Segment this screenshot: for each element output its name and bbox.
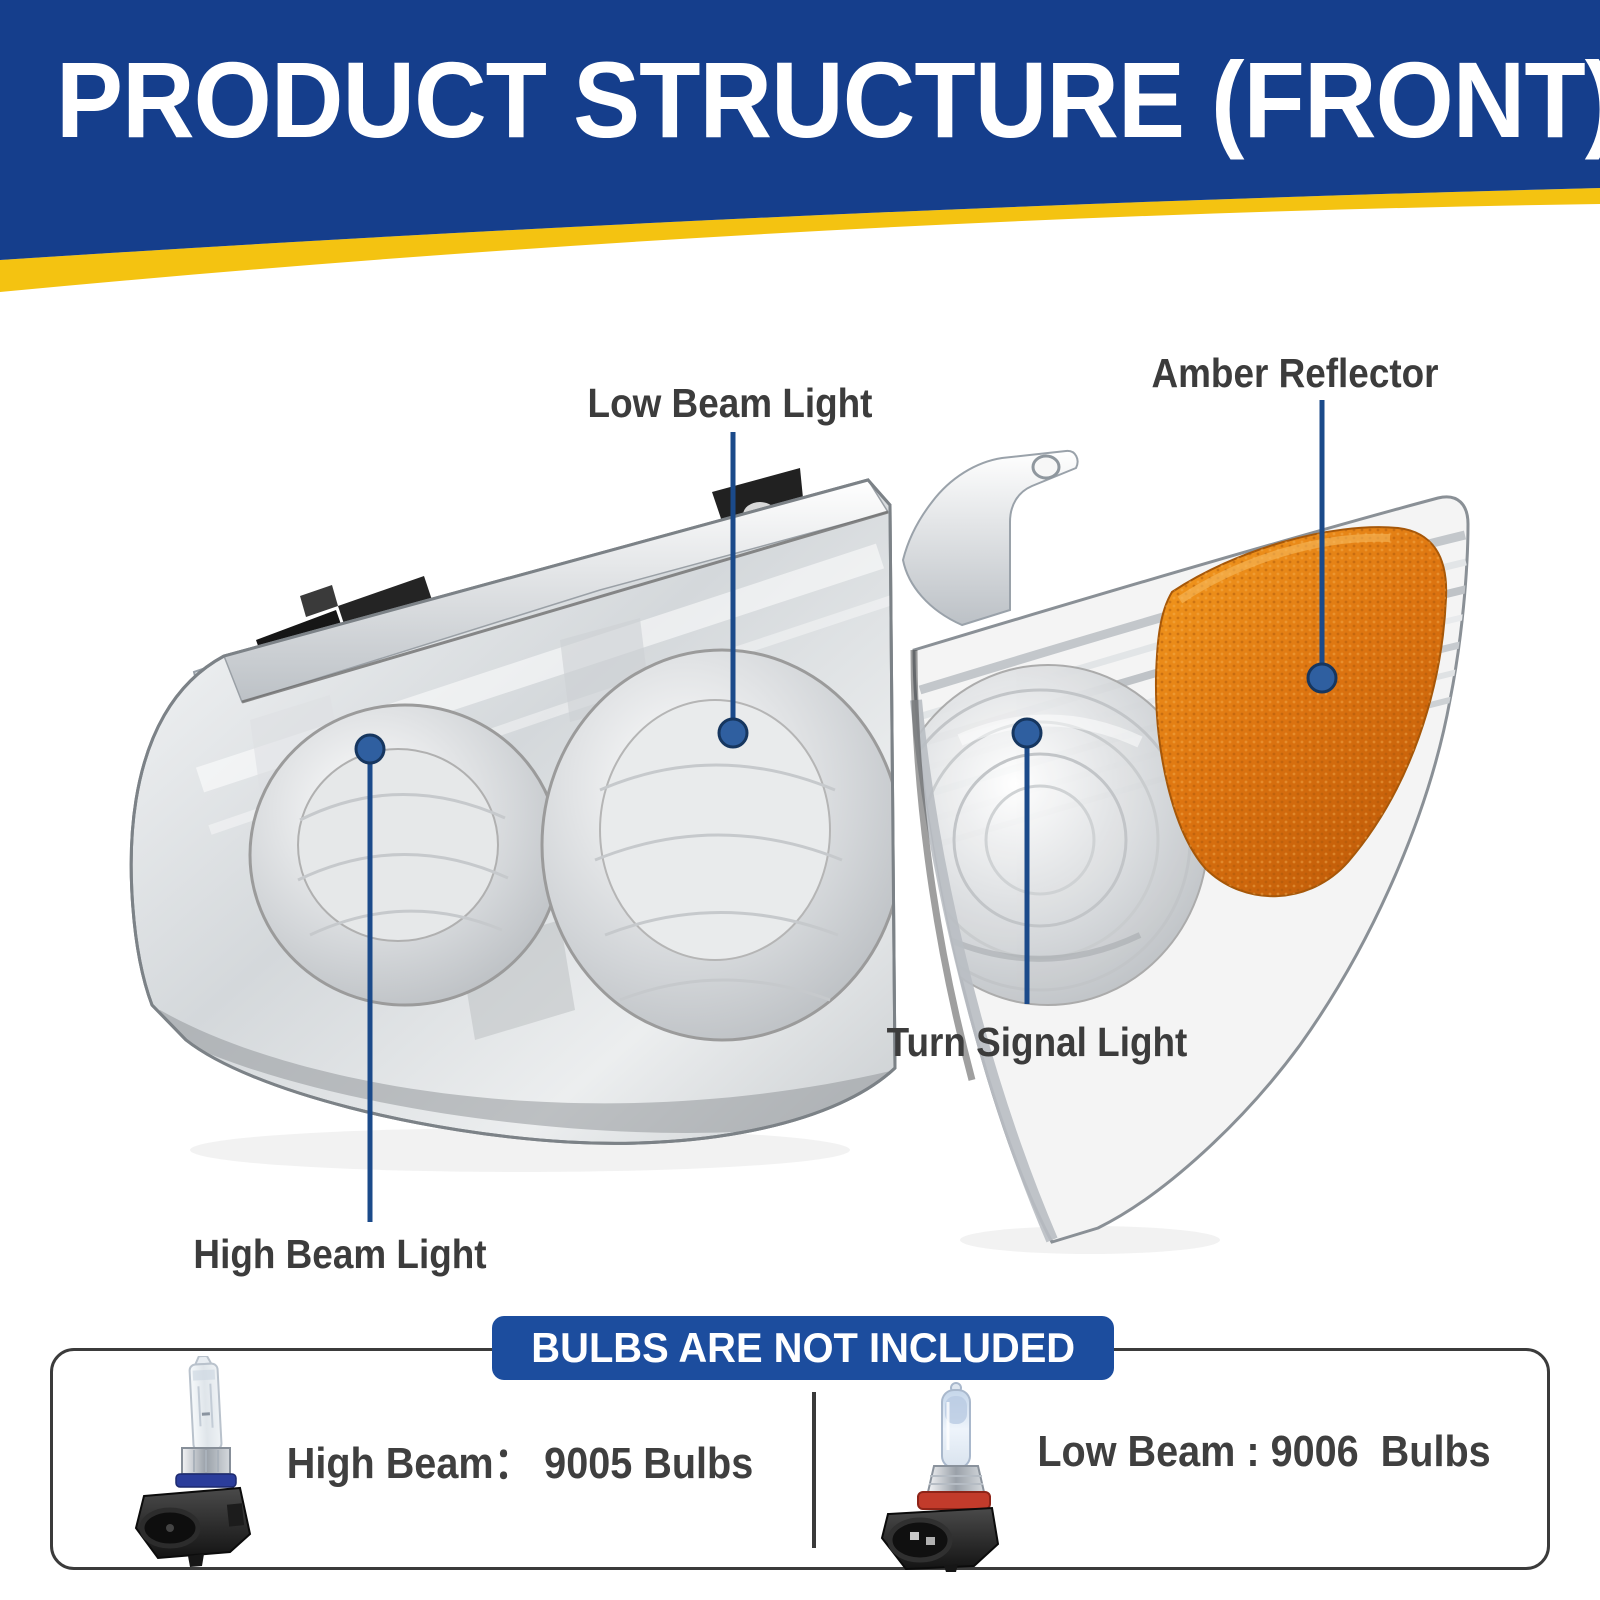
callout-label-amber-reflector: Amber Reflector xyxy=(1151,350,1439,396)
callout-label-turn-signal: Turn Signal Light xyxy=(886,1019,1188,1065)
connector-gray-clip xyxy=(300,585,338,617)
corner-lamp-unit xyxy=(901,449,1470,1244)
callout-dots xyxy=(354,662,1338,765)
bulbs-panel-ribbon: BULBS ARE NOT INCLUDED xyxy=(492,1316,1114,1380)
amber-reflector-dot xyxy=(1306,662,1338,694)
callout-label-high-beam: High Beam Light xyxy=(193,1231,487,1277)
corner-bracket xyxy=(901,449,1079,627)
corner-bracket-hole xyxy=(1031,454,1061,480)
turn-signal-dot xyxy=(1011,717,1043,749)
low-beam-dot xyxy=(717,717,749,749)
high-beam-dot xyxy=(354,733,386,765)
low-beam-bulb-icon xyxy=(880,1382,1000,1572)
headlamp-unit xyxy=(129,468,897,1145)
page-title: PRODUCT STRUCTURE (FRONT) xyxy=(56,39,1600,160)
bulbs-panel-title: BULBS ARE NOT INCLUDED xyxy=(531,1324,1075,1371)
panel-divider xyxy=(812,1392,816,1548)
headlamp-lens-details xyxy=(150,543,895,1133)
high-beam-bulb-label: High Beam： 9005 Bulbs xyxy=(286,1439,754,1488)
header-yellow-swoosh xyxy=(0,188,1600,292)
header-blue-shape xyxy=(0,0,1600,260)
callout-lines xyxy=(367,400,1325,1222)
high-beam-bulb-icon xyxy=(134,1356,252,1567)
low-beam-bulb-label: Low Beam : 9006 Bulbs xyxy=(1037,1427,1491,1476)
corner-lamp-shadow xyxy=(960,1226,1220,1254)
callout-label-low-beam: Low Beam Light xyxy=(587,380,873,426)
header-banner xyxy=(0,0,1600,292)
